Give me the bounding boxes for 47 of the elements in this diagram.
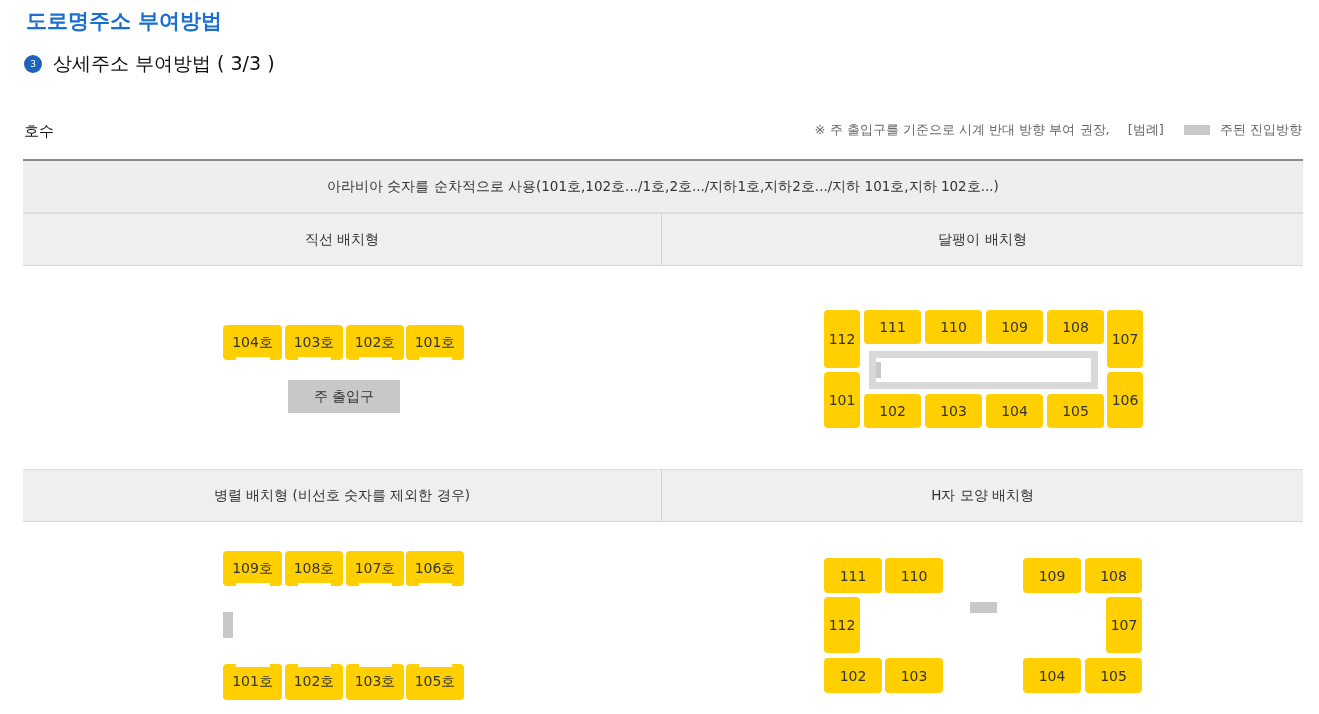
unit-box: 101 [824, 372, 860, 428]
unit-box: 103 [885, 658, 943, 693]
unit-box: 101호 [406, 325, 464, 360]
unit-box: 102 [824, 658, 882, 693]
column-heading: H자 모양 배치형 [662, 470, 1303, 522]
unit-box: 109 [1023, 558, 1081, 593]
unit-box: 107 [1107, 310, 1143, 368]
subtitle: 상세주소 부여방법 ( 3/3 ) [53, 51, 275, 76]
unit-box: 102호 [346, 325, 404, 360]
column-heading: 병렬 배치형 (비선호 숫자를 제외한 경우) [23, 470, 662, 522]
section-label: 호수 [24, 121, 54, 142]
unit-box: 105호 [406, 664, 464, 700]
unit-box: 107 [1106, 597, 1142, 653]
unit-box: 102 [864, 394, 921, 428]
unit-box: 101호 [223, 664, 282, 700]
unit-box: 104 [1023, 658, 1081, 693]
unit-box: 111 [824, 558, 882, 593]
unit-box: 104 [986, 394, 1043, 428]
unit-box: 103 [925, 394, 982, 428]
header-band: 아라비아 숫자를 순차적으로 사용(101호,102호.../1호,2호.../지하1호,지하2호.../지하 101호,지하 102호...) [23, 159, 1303, 213]
entrance-box: 주 출입구 [288, 380, 400, 413]
unit-box: 108 [1047, 310, 1104, 344]
unit-box: 105 [1085, 658, 1142, 693]
column-heading: 달팽이 배치형 [662, 214, 1303, 266]
unit-box: 103호 [346, 664, 404, 700]
legend-heading: [범례] [1127, 121, 1164, 139]
unit-box: 102호 [285, 664, 343, 700]
unit-box: 108호 [285, 551, 343, 586]
note-text: ※ 주 출입구를 기준으로 시계 반대 방향 부여 권장, [814, 121, 1110, 139]
unit-box: 103호 [285, 325, 343, 360]
unit-box: 108 [1085, 558, 1142, 593]
unit-box: 112 [824, 310, 860, 368]
unit-box: 107호 [346, 551, 404, 586]
unit-box: 109 [986, 310, 1043, 344]
number-badge: 3 [24, 55, 42, 73]
unit-box: 110 [925, 310, 982, 344]
unit-box: 111 [864, 310, 921, 344]
page-title: 도로명주소 부여방법 [26, 8, 223, 35]
unit-box: 109호 [223, 551, 282, 586]
unit-box: 106 [1107, 372, 1143, 428]
unit-box: 112 [824, 597, 860, 653]
column-heading: 직선 배치형 [23, 214, 662, 266]
legend-text: 주된 진입방향 [1219, 121, 1302, 139]
unit-box: 105 [1047, 394, 1104, 428]
unit-box: 104호 [223, 325, 282, 360]
unit-box: 106호 [406, 551, 464, 586]
unit-box: 110 [885, 558, 943, 593]
